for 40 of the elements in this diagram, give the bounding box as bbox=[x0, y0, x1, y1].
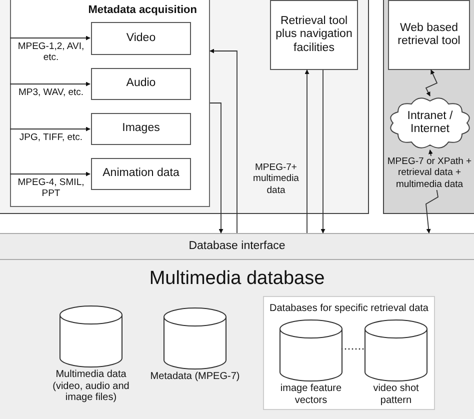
arrow bbox=[10, 126, 90, 132]
process-box bbox=[270, 0, 358, 70]
group-title: Metadata acquisition bbox=[88, 4, 197, 17]
group-box bbox=[263, 296, 435, 410]
arrow bbox=[210, 102, 224, 234]
edge-label: MPEG-7+ multimedia data bbox=[252, 162, 300, 196]
process-box bbox=[91, 113, 191, 145]
interface-band bbox=[0, 233, 474, 260]
edge-label: MPEG-1,2, AVI, etc. bbox=[16, 41, 86, 64]
cylinder-label: Multimedia data (video, audio and image files) bbox=[52, 369, 130, 404]
process-box bbox=[91, 68, 191, 100]
cylinder-label: image feature vectors bbox=[279, 383, 343, 406]
arrow bbox=[304, 70, 310, 234]
cylinder-label: Metadata (MPEG-7) bbox=[150, 371, 240, 382]
group-title: Databases for specific retrieval data bbox=[270, 303, 428, 314]
database-panel bbox=[0, 260, 474, 419]
cloud-label: Intranet / Internet bbox=[406, 110, 454, 136]
edge-label: MPEG-7 or XPath + retrieval data + multimedia data bbox=[385, 156, 474, 190]
edge-label: MPEG-4, SMIL, PPT bbox=[16, 177, 86, 200]
arrow bbox=[320, 70, 326, 234]
arrow bbox=[210, 48, 238, 234]
process-box bbox=[91, 22, 191, 55]
process-box bbox=[388, 0, 470, 70]
box-label: Video bbox=[125, 32, 157, 46]
box-label: Animation data bbox=[102, 167, 180, 181]
box-label: Web based retrieval tool bbox=[396, 22, 462, 48]
group-box bbox=[10, 0, 210, 207]
zigzag-arrow bbox=[425, 70, 438, 96]
process-box bbox=[91, 158, 191, 190]
box-label: Images bbox=[121, 122, 161, 136]
edge-label: JPG, TIFF, etc. bbox=[18, 132, 84, 144]
arrow bbox=[10, 36, 90, 40]
arrow bbox=[10, 172, 90, 176]
cylinder-label: video shot pattern bbox=[372, 383, 420, 406]
box-label: Audio bbox=[125, 77, 157, 91]
arrow bbox=[10, 82, 90, 86]
band-label: Database interface bbox=[188, 240, 286, 254]
box-label: Retrieval tool plus navigation facilities bbox=[274, 15, 354, 55]
edge-label: MP3, WAV, etc. bbox=[17, 87, 85, 98]
panel-title: Multimedia database bbox=[149, 268, 325, 290]
